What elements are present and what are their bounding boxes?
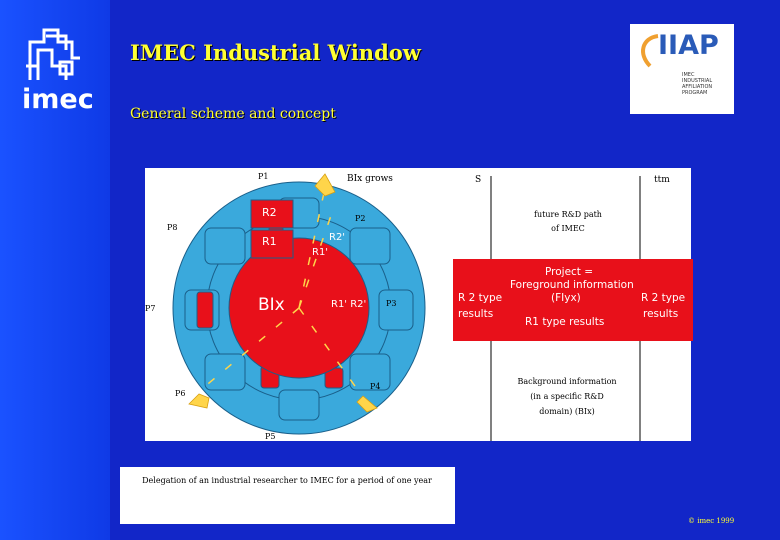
label-p3: P3 [386, 299, 397, 308]
future-path-text: future R&D path of IMEC [534, 210, 602, 233]
cell-nw [204, 227, 246, 265]
label-p4: P4 [370, 382, 381, 391]
label-s: S [475, 175, 482, 185]
project-line-1: Project = [545, 266, 594, 278]
iiap-swirl-icon [641, 34, 659, 68]
imec-logo-icon [26, 28, 80, 80]
marker-w [196, 291, 214, 329]
cell-ne [349, 227, 391, 265]
left-sidebar: imec [0, 0, 110, 540]
ring-diagram [172, 173, 641, 441]
arrow-down-left [188, 393, 210, 409]
label-p8: P8 [167, 223, 178, 232]
project-line-3: (FIyx) [551, 292, 581, 304]
label-p2: P2 [355, 214, 366, 223]
imec-logo-text: imec [22, 84, 94, 115]
label-p6: P6 [175, 389, 186, 398]
iiap-logo-subtitle: IMEC INDUSTRIAL AFFILIATION PROGRAM [682, 72, 713, 96]
cell-e [378, 289, 414, 331]
background-info-text: Background information (in a specific R&… [517, 377, 617, 416]
label-r1r2: R1' R2' [331, 299, 367, 310]
cell-sw [204, 353, 246, 391]
label-r1: R1 [262, 235, 277, 248]
arrow-down-right [356, 395, 378, 413]
diagram-panel: P1 P2 P3 P4 P5 P6 P7 P8 BIx grows R2 R1 … [145, 168, 691, 441]
r2-box [250, 199, 294, 229]
label-bi-grows: BIx grows [347, 174, 393, 184]
label-p1: P1 [258, 172, 269, 181]
r2-right-line-1: R 2 type [641, 292, 686, 304]
project-band: Project = Foreground information (FIyx) … [453, 259, 693, 341]
iiap-logo: IIAP IMEC INDUSTRIAL AFFILIATION PROGRAM [630, 24, 734, 114]
r1-results-text: R1 type results [525, 316, 605, 328]
copyright-text: © imec 1999 [688, 517, 735, 525]
iiap-logo-text: IIAP [658, 30, 719, 61]
slide-title: IMEC Industrial Window [130, 40, 421, 65]
label-ttm: ttm [654, 175, 670, 185]
label-center: BIx [258, 295, 285, 315]
cell-s [278, 389, 320, 421]
arrow-up [314, 173, 336, 197]
label-r2: R2 [262, 206, 277, 219]
r2-left-line-2: results [458, 308, 494, 320]
cell-se [349, 353, 391, 391]
caption-box: Delegation of an industrial researcher t… [120, 467, 455, 524]
label-p7: P7 [145, 304, 156, 313]
caption-text: Delegation of an industrial researcher t… [142, 476, 432, 485]
label-p5: P5 [265, 432, 276, 441]
slide-subtitle: General scheme and concept [130, 106, 336, 122]
label-r2-prime: R2' [329, 232, 346, 243]
r2-right-line-2: results [643, 308, 679, 320]
project-line-2: Foreground information [510, 279, 634, 291]
r2-left-line-1: R 2 type [458, 292, 503, 304]
r1-box [250, 229, 294, 259]
label-r1-prime: R1' [312, 247, 329, 258]
